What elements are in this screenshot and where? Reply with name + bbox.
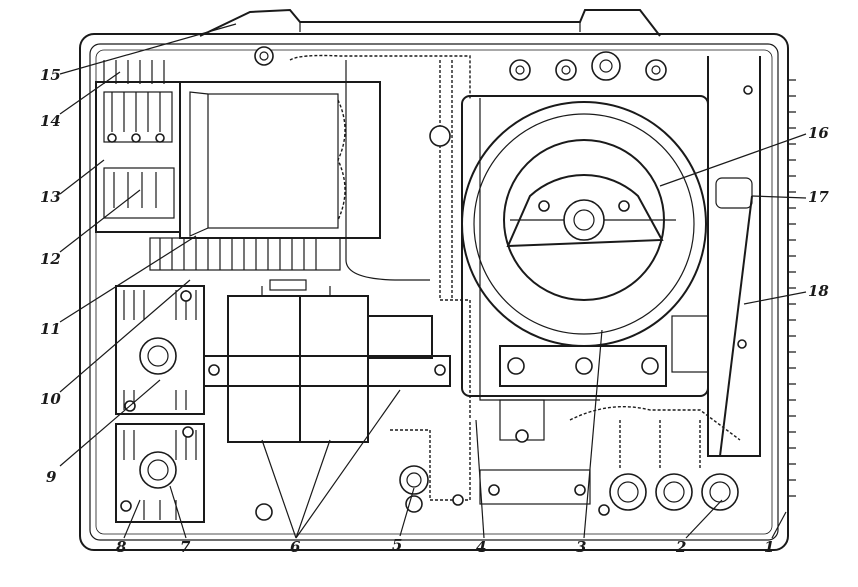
callout-17: 17 <box>808 188 829 206</box>
right-bracket <box>671 56 761 457</box>
top-mounts <box>254 46 667 147</box>
callout-1: 1 <box>764 538 775 556</box>
callout-7: 7 <box>180 538 191 556</box>
callout-6: 6 <box>290 538 301 556</box>
callout-14: 14 <box>40 112 61 130</box>
callout-4: 4 <box>476 538 487 556</box>
callout-3: 3 <box>576 538 587 556</box>
callout-2: 2 <box>676 538 687 556</box>
callout-8: 8 <box>116 538 127 556</box>
leader-lines <box>59 23 807 539</box>
callout-13: 13 <box>40 188 61 206</box>
callout-10: 10 <box>40 390 61 408</box>
callout-16: 16 <box>808 124 829 142</box>
callout-11: 11 <box>40 320 61 338</box>
callout-12: 12 <box>40 250 61 268</box>
heatsink-upper <box>115 285 205 415</box>
bottom-connectors <box>255 399 739 521</box>
turntable-motor <box>461 95 709 397</box>
callout-9: 9 <box>46 468 57 486</box>
terminal-board <box>95 60 181 233</box>
capacitor-bank <box>203 279 451 443</box>
callout-15: 15 <box>40 66 61 84</box>
wiring-harness <box>289 54 741 501</box>
housing <box>79 8 796 551</box>
side-ribs <box>788 79 796 497</box>
callout-5: 5 <box>392 536 403 554</box>
transformer <box>149 81 381 271</box>
callout-18: 18 <box>808 282 829 300</box>
heatsink-lower <box>115 423 205 523</box>
